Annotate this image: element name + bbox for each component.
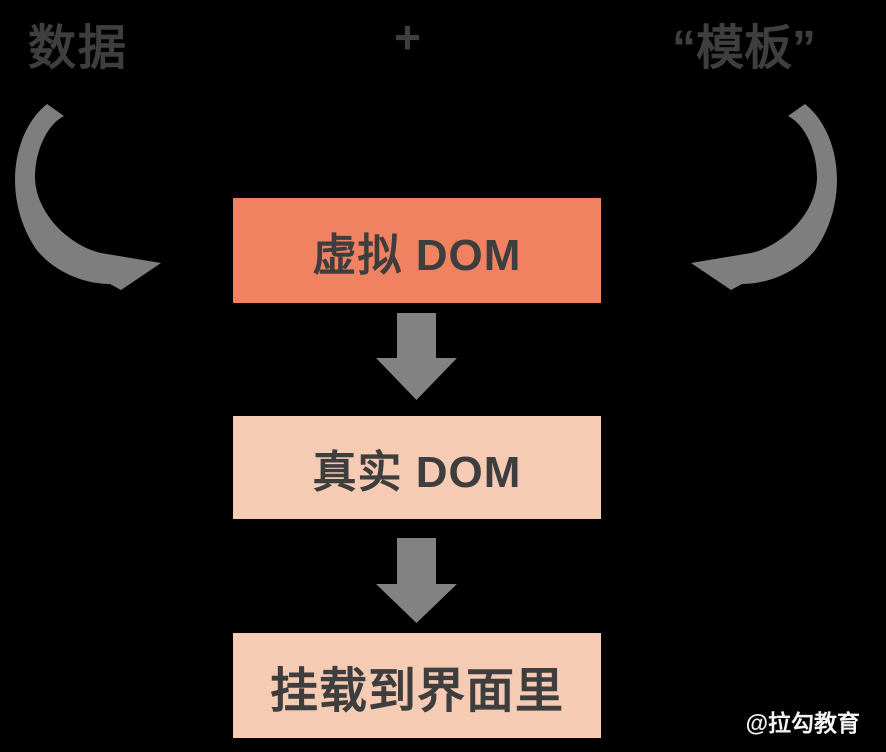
plus-sign: + [394, 11, 421, 63]
node-real-dom: 真实 DOM [233, 416, 601, 519]
template-label: “模板” [672, 22, 817, 75]
node-virtual-dom: 虚拟 DOM [233, 198, 601, 303]
watermark: @拉勾教育 [745, 710, 860, 736]
curved-arrow-left-icon [15, 104, 161, 290]
node-mount-to-ui: 挂载到界面里 [233, 633, 601, 738]
down-arrow-2-icon [376, 538, 457, 623]
down-arrow-1-icon [376, 313, 457, 400]
curved-arrow-right-icon [691, 104, 837, 290]
data-label: 数据 [28, 22, 129, 75]
